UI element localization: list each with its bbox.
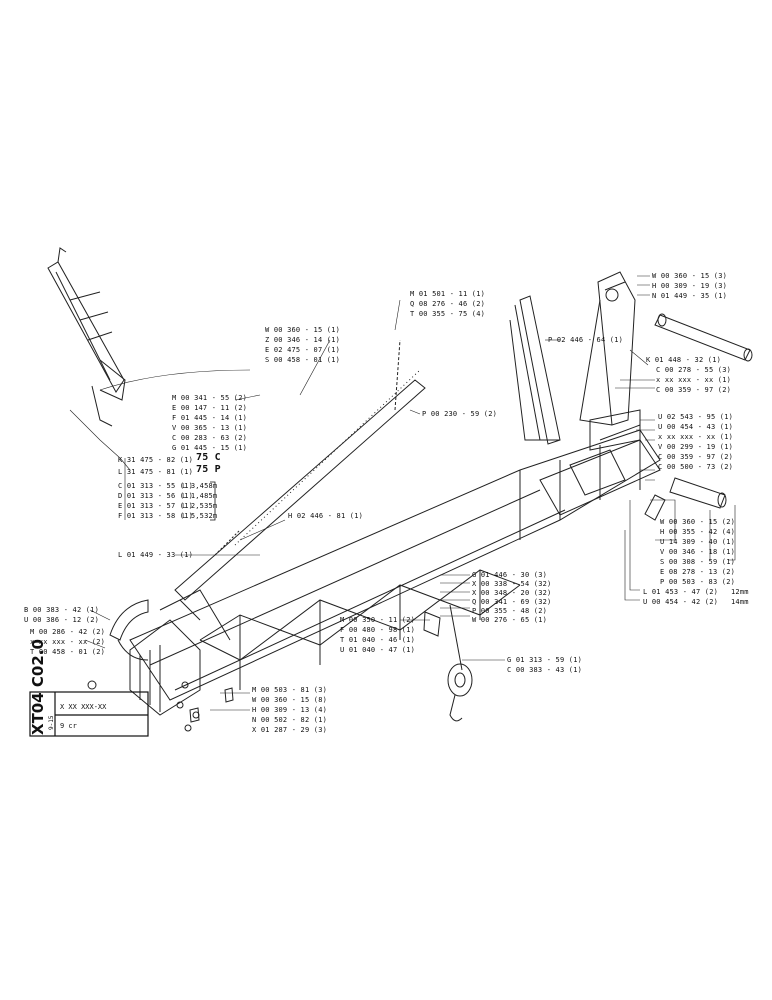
cable-drum <box>109 599 149 661</box>
callout-m-mid-3: T 01 040 - 46 (1) <box>340 636 416 644</box>
callout-w-left-4: S 00 458 - 01 (1) <box>265 356 341 364</box>
callout-u-block-2: U 00 454 - 43 (1) <box>658 423 734 431</box>
callout-w-left-2: Z 00 346 - 14 (1) <box>265 336 341 344</box>
callout-c-left-4-code: F 01 313 - 58 (1) <box>118 512 194 520</box>
callout-top-right-2: H 00 309 - 19 (3) <box>652 282 728 290</box>
callout-w-left-1: W 00 360 - 15 (1) <box>265 326 341 334</box>
callout-l-block-size-2: 14mm <box>731 598 749 606</box>
callout-m-bottom-3: H 00 309 - 13 (4) <box>252 706 328 714</box>
callout-w-left-3: E 02 475 - 07 (1) <box>265 346 341 354</box>
title-block-frame <box>29 691 149 737</box>
callout-k-left-2-model: 75 P <box>196 464 221 475</box>
callout-m-left-2: E 00 147 - 11 (2) <box>172 404 248 412</box>
boom-arm <box>174 339 426 601</box>
callout-l-block-size-1: 12mm <box>731 588 749 596</box>
callout-l-block-2: U 00 454 - 42 (2) <box>643 598 719 606</box>
callout-w-block-3: U 14 309 - 40 (1) <box>660 538 736 546</box>
lower-right-shaft <box>644 477 727 521</box>
part-code: X XX XXX-XX <box>60 703 107 711</box>
callout-c-left-2-code: D 01 313 - 56 (1) <box>118 492 194 500</box>
callout-w-block-4: V 00 346 - 18 (1) <box>660 548 736 556</box>
callout-k-block-3: x xx xxx - xx (1) <box>656 376 732 384</box>
callout-p-mid: P 00 230 - 59 (2) <box>422 410 498 418</box>
callout-g-mid-1: G 01 446 - 30 (3) <box>472 571 548 579</box>
callout-k-left-2-code: L 31 475 - 81 (1) <box>118 468 194 476</box>
callout-c-left-1-length: L 3,458m <box>182 482 218 490</box>
callout-m-left-5: C 00 283 - 63 (2) <box>172 434 248 442</box>
centre-mast <box>509 295 561 445</box>
callout-p-right: P 02 446 - 64 (1) <box>548 336 624 344</box>
callout-c-left-3-code: E 01 313 - 57 (1) <box>118 502 194 510</box>
callout-top-right-3: N 01 449 - 35 (1) <box>652 292 728 300</box>
callout-k-block-4: C 00 359 - 97 (2) <box>656 386 732 394</box>
callout-m-bottom-2: W 00 360 - 15 (8) <box>252 696 328 704</box>
callout-top-right-1: W 00 360 - 15 (3) <box>652 272 728 280</box>
callout-c-left-3-length: L 2,535m <box>182 502 218 510</box>
callout-m-bottom-4: N 00 502 - 82 (1) <box>252 716 328 724</box>
callout-b-left-2: U 00 386 - 12 (2) <box>24 616 100 624</box>
callout-c-left-4-length: L 5,532m <box>182 512 218 520</box>
sheet-ref: 9-15 <box>48 715 55 730</box>
callout-m-bottom-5: X 01 287 - 29 (3) <box>252 726 328 734</box>
callout-w-block-2: H 00 355 - 42 (4) <box>660 528 736 536</box>
callout-m-left-4: V 00 365 - 13 (1) <box>172 424 248 432</box>
callout-g-hook-1: G 01 313 - 59 (1) <box>507 656 583 664</box>
callout-m-bottom-1: M 00 503 - 81 (3) <box>252 686 328 694</box>
callout-w-block-6: E 08 278 - 13 (2) <box>660 568 736 576</box>
callout-m-left-1: M 00 341 - 55 (2) <box>172 394 248 402</box>
sheet-size: 9 cr <box>60 722 77 730</box>
callout-w-block-5: S 00 308 - 59 (1) <box>660 558 736 566</box>
callout-m-low-2: x xx xxx - xx (2) <box>30 638 106 646</box>
boom-frame <box>129 424 661 701</box>
callout-m-mid-2: F 00 480 - 98 (1) <box>340 626 416 634</box>
callout-k-block-2: C 00 278 - 55 (3) <box>656 366 732 374</box>
callout-b-left-1: B 00 383 - 42 (1) <box>24 606 100 614</box>
callout-l-mid: L 01 449 - 33 (1) <box>118 551 194 559</box>
callout-m-left-6: G 01 445 - 15 (1) <box>172 444 248 452</box>
callout-g-mid-2: X 00 338 - 54 (32) <box>472 580 552 588</box>
callout-m-mid-1: M 00 350 - 11 (2) <box>340 616 416 624</box>
hook-pulley <box>447 604 473 722</box>
callout-u-block-5: C 00 359 - 97 (2) <box>658 453 734 461</box>
callout-g-mid-4: Q 00 341 - 69 (32) <box>472 598 552 606</box>
callout-g-mid-6: W 00 276 - 65 (1) <box>472 616 548 624</box>
callout-c-left-2-length: L 1,485m <box>182 492 218 500</box>
lower-bracket <box>87 619 201 732</box>
right-mast <box>579 271 641 451</box>
callout-g-mid-5: P 00 355 - 48 (2) <box>472 607 548 615</box>
callout-l-block-1: L 01 453 - 47 (2) <box>643 588 719 596</box>
callout-u-block-3: x xx xxx - xx (1) <box>658 433 734 441</box>
callout-w-block-7: P 00 503 - 83 (2) <box>660 578 736 586</box>
callout-h-mid: H 02 446 - 81 (1) <box>288 512 364 520</box>
callout-m-low-3: T 00 458 - 01 (2) <box>30 648 106 656</box>
callout-c-left-1-code: C 01 313 - 55 (1) <box>118 482 194 490</box>
callout-u-block-4: V 00 299 - 19 (1) <box>658 443 734 451</box>
clamp-piece <box>423 611 441 637</box>
callout-m-top-2: Q 08 276 - 46 (2) <box>410 300 486 308</box>
callout-k-left-1-model: 75 C <box>196 452 221 463</box>
bolt-set <box>189 687 234 723</box>
callout-u-block-1: U 02 543 - 95 (1) <box>658 413 734 421</box>
callout-m-mid-4: U 01 040 - 47 (1) <box>340 646 416 654</box>
callout-m-low-1: M 00 286 - 42 (2) <box>30 628 106 636</box>
callout-m-left-3: F 01 445 - 14 (1) <box>172 414 248 422</box>
callout-g-hook-2: C 00 383 - 43 (1) <box>507 666 583 674</box>
folded-lift-arm <box>47 247 126 427</box>
callout-m-top-3: T 00 355 - 75 (4) <box>410 310 486 318</box>
callout-u-block-6: C 00 500 - 73 (2) <box>658 463 734 471</box>
pin-shaft <box>654 313 753 362</box>
callout-m-top-1: M 01 501 - 11 (1) <box>410 290 486 298</box>
callout-k-block-1: K 01 448 - 32 (1) <box>646 356 722 364</box>
callout-k-left-1-code: K 31 475 - 82 (1) <box>118 456 194 464</box>
callout-g-mid-3: X 00 348 - 20 (32) <box>472 589 552 597</box>
callout-w-block-1: W 00 360 - 15 (2) <box>660 518 736 526</box>
